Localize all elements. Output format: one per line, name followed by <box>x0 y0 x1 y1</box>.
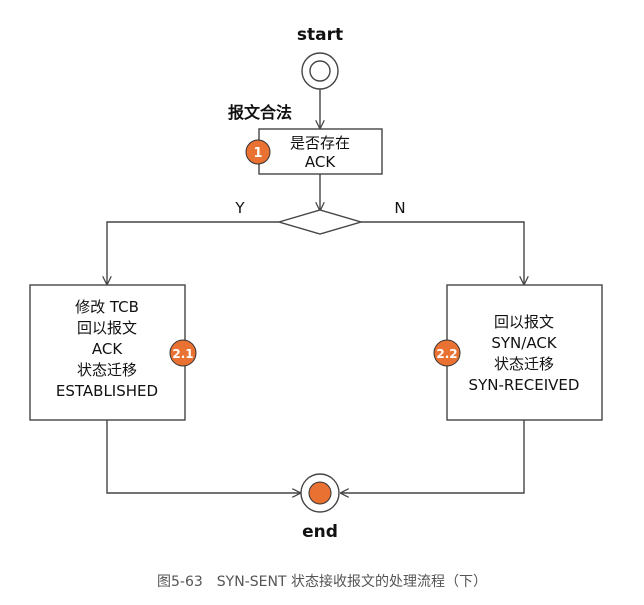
established-line-2: 回以报文 <box>77 319 137 337</box>
ack-check-box <box>258 128 383 175</box>
arrow-no-branch <box>361 221 524 284</box>
established-line-1: 修改 TCB <box>75 298 139 316</box>
established-line-5: ESTABLISHED <box>56 382 158 400</box>
syn-received-line-3: 状态迁移 <box>494 355 554 373</box>
branch-no-label: N <box>394 199 405 217</box>
end-node <box>300 473 340 513</box>
end-label: end <box>302 522 338 542</box>
condition-label: 报文合法 <box>228 103 292 122</box>
established-box <box>29 284 186 421</box>
arrow-left-to-end <box>106 420 300 493</box>
step-badge-2-1-label: 2.1 <box>172 347 193 361</box>
branch-yes-label: Y <box>234 199 245 217</box>
arrow-yes-branch <box>107 221 279 284</box>
step-badge-1: 1 <box>245 139 271 165</box>
ack-check-line-1: 是否存在 <box>290 134 350 152</box>
step-badge-2-2: 2.2 <box>433 339 461 367</box>
established-line-4: 状态迁移 <box>77 361 137 379</box>
syn-received-line-4: SYN-RECEIVED <box>469 376 580 394</box>
syn-received-line-1: 回以报文 <box>494 313 554 331</box>
syn-received-box <box>446 284 603 421</box>
syn-received-line-2: SYN/ACK <box>491 334 557 352</box>
start-node <box>301 52 339 90</box>
decision-diamond <box>276 209 364 235</box>
step-badge-2-2-label: 2.2 <box>436 347 457 361</box>
figure-caption: 图5-63 SYN-SENT 状态接收报文的处理流程（下） <box>157 573 487 590</box>
start-label: start <box>297 25 343 45</box>
step-badge-2-1: 2.1 <box>169 339 197 367</box>
arrow-right-to-end <box>341 420 525 493</box>
ack-check-line-2: ACK <box>305 153 336 171</box>
step-badge-1-label: 1 <box>253 146 262 161</box>
established-line-3: ACK <box>92 340 123 358</box>
